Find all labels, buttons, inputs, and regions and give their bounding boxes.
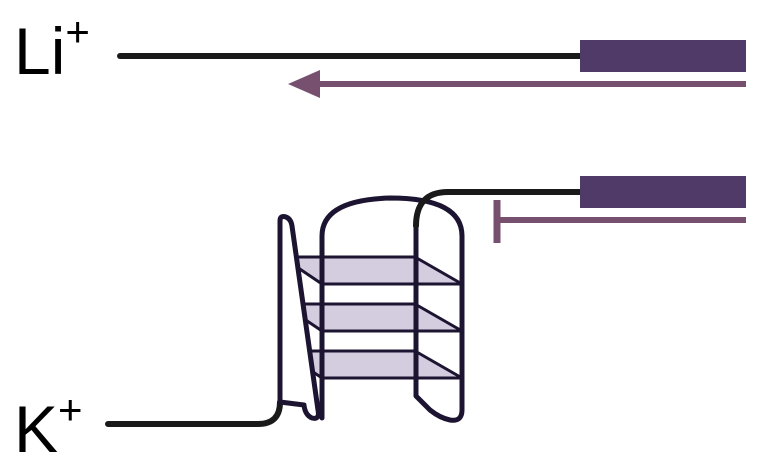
template-strand-tail bbox=[105, 399, 283, 427]
g-tetrad-plane-middle bbox=[280, 302, 464, 333]
lithium-ion-label: Li+ bbox=[14, 8, 90, 88]
quadruplex-left-hairpin bbox=[277, 214, 321, 421]
potassium-ion-label: K+ bbox=[14, 386, 83, 466]
extension-arrow-head bbox=[288, 70, 320, 98]
template-strand-exit bbox=[413, 189, 585, 229]
quadruplex-right-strand bbox=[413, 223, 465, 423]
g-tetrad-plane-top bbox=[280, 255, 464, 286]
primer-block-top bbox=[580, 40, 746, 72]
quadruplex-top-loop bbox=[319, 195, 465, 421]
primer-block-bottom bbox=[580, 176, 746, 208]
